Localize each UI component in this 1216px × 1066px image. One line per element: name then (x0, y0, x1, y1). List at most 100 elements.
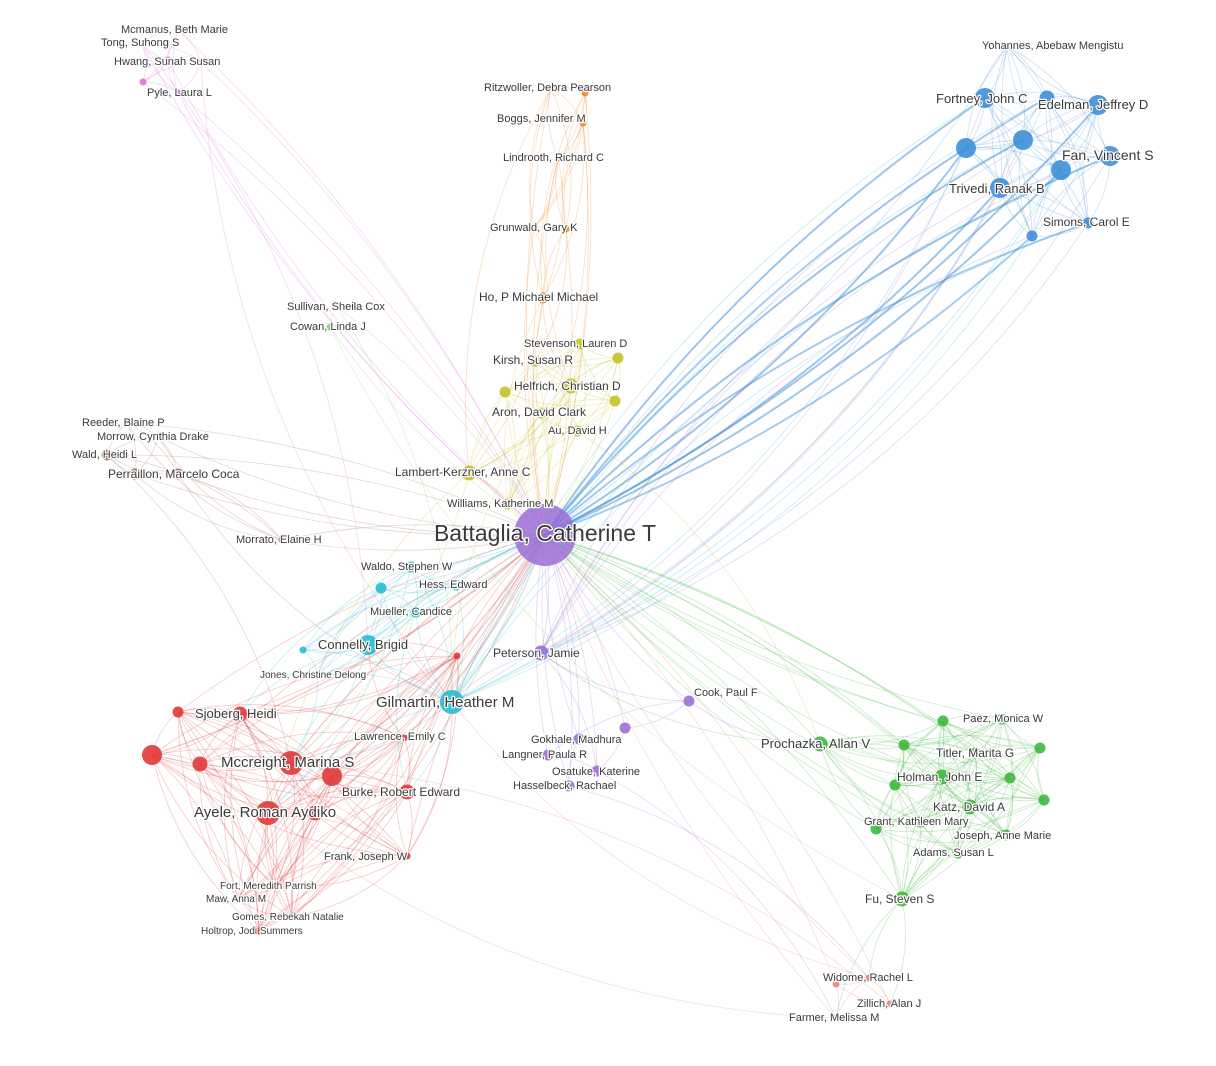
node-katz[interactable] (962, 799, 978, 815)
node-blue1[interactable] (956, 138, 976, 158)
node-r6[interactable] (453, 652, 461, 660)
node-g7[interactable] (870, 823, 882, 835)
edge-sjoberg-lawrence (239, 709, 405, 739)
node-battaglia[interactable] (514, 504, 576, 566)
node-grunwald[interactable] (562, 225, 570, 233)
node-morrato[interactable] (278, 536, 286, 544)
node-label-farmer: Farmer, Melissa M (789, 1012, 879, 1024)
node-boggs[interactable] (579, 119, 587, 127)
node-langner[interactable] (542, 749, 554, 761)
node-trivedi[interactable] (990, 178, 1010, 198)
node-ho[interactable] (537, 292, 549, 304)
node-waldo[interactable] (405, 561, 417, 573)
node-g1[interactable] (937, 715, 949, 727)
node-mccreight[interactable] (279, 751, 303, 775)
node-fort[interactable] (271, 882, 279, 890)
node-ritzwoller[interactable] (547, 84, 555, 92)
node-helfrich[interactable] (563, 378, 579, 394)
node-farmer[interactable] (832, 1014, 840, 1022)
node-burke[interactable] (399, 784, 415, 800)
node-yohannes[interactable] (1003, 42, 1011, 50)
node-o1[interactable] (581, 89, 589, 97)
node-stevenson[interactable] (574, 338, 586, 350)
node-b1[interactable] (129, 468, 141, 480)
node-lambert[interactable] (461, 465, 477, 481)
node-g3[interactable] (1034, 742, 1046, 754)
node-hess[interactable] (450, 579, 462, 591)
node-gilmartin[interactable] (440, 690, 464, 714)
node-wald[interactable] (101, 449, 113, 461)
node-holtrop[interactable] (255, 927, 263, 935)
node-y2[interactable] (499, 386, 511, 398)
node-blue5[interactable] (1026, 230, 1038, 242)
node-maw[interactable] (234, 895, 242, 903)
node-gomes[interactable] (288, 913, 296, 921)
node-c2[interactable] (299, 646, 307, 654)
node-g5[interactable] (889, 779, 901, 791)
node-perraillon[interactable] (172, 468, 184, 480)
node-r3[interactable] (322, 766, 342, 786)
node-prochazka[interactable] (812, 736, 828, 752)
node-connelly[interactable] (358, 635, 378, 655)
node-joseph[interactable] (1000, 829, 1012, 841)
node-titler[interactable] (969, 747, 981, 759)
node-fan[interactable] (1100, 146, 1120, 166)
node-lindrooth[interactable] (554, 154, 562, 162)
node-sjoberg[interactable] (232, 706, 248, 722)
node-reeder[interactable] (123, 419, 131, 427)
node-zillich[interactable] (886, 1000, 894, 1008)
edge-battaglia-r5 (314, 534, 546, 814)
node-blue4[interactable] (1039, 90, 1055, 106)
node-c1[interactable] (375, 582, 387, 594)
node-purplex1[interactable] (619, 722, 631, 734)
node-fu[interactable] (894, 891, 910, 907)
edge-g1-g3 (942, 720, 1041, 749)
node-y3[interactable] (609, 395, 621, 407)
node-frank[interactable] (403, 852, 411, 860)
node-tong[interactable] (138, 39, 146, 47)
node-s1[interactable] (832, 980, 840, 988)
node-blue3[interactable] (1051, 160, 1071, 180)
node-o2[interactable] (530, 224, 538, 232)
node-widome[interactable] (865, 974, 873, 982)
node-peterson[interactable] (533, 645, 549, 661)
node-mcmanus[interactable] (174, 26, 182, 34)
node-aron[interactable] (535, 407, 547, 419)
node-r1[interactable] (142, 745, 162, 765)
node-edelman[interactable] (1088, 95, 1108, 115)
node-adams[interactable] (952, 847, 964, 859)
node-p2[interactable] (164, 56, 172, 64)
node-r5[interactable] (307, 805, 323, 821)
node-r2[interactable] (192, 756, 208, 772)
node-kirsh[interactable] (529, 355, 541, 367)
node-sullivan[interactable] (333, 303, 341, 311)
node-williams[interactable] (502, 498, 514, 510)
node-p1[interactable] (139, 78, 147, 86)
node-gokhale[interactable] (573, 733, 585, 745)
node-holman[interactable] (934, 769, 950, 785)
node-simons[interactable] (1082, 217, 1094, 229)
node-morrow[interactable] (154, 433, 162, 441)
node-jones[interactable] (314, 671, 322, 679)
edge-au-y1 (577, 357, 619, 432)
node-g6[interactable] (1038, 794, 1050, 806)
node-grant[interactable] (914, 816, 926, 828)
node-g4[interactable] (1004, 772, 1016, 784)
node-cowan[interactable] (326, 323, 334, 331)
node-g2[interactable] (898, 739, 910, 751)
node-fortney[interactable] (975, 88, 995, 108)
node-hasselbeck[interactable] (563, 780, 575, 792)
node-lawrence[interactable] (400, 734, 408, 742)
edge-gilmartin-edelman (451, 104, 1099, 703)
node-mueller[interactable] (410, 606, 422, 618)
node-ayele[interactable] (256, 801, 280, 825)
node-pyle[interactable] (174, 89, 182, 97)
node-au[interactable] (572, 425, 584, 437)
node-hwang[interactable] (197, 58, 205, 66)
node-osatuke[interactable] (591, 765, 603, 777)
node-blue2[interactable] (1013, 130, 1033, 150)
node-y1[interactable] (612, 352, 624, 364)
node-r4[interactable] (172, 706, 184, 718)
node-paez[interactable] (996, 713, 1008, 725)
node-cook[interactable] (683, 695, 695, 707)
